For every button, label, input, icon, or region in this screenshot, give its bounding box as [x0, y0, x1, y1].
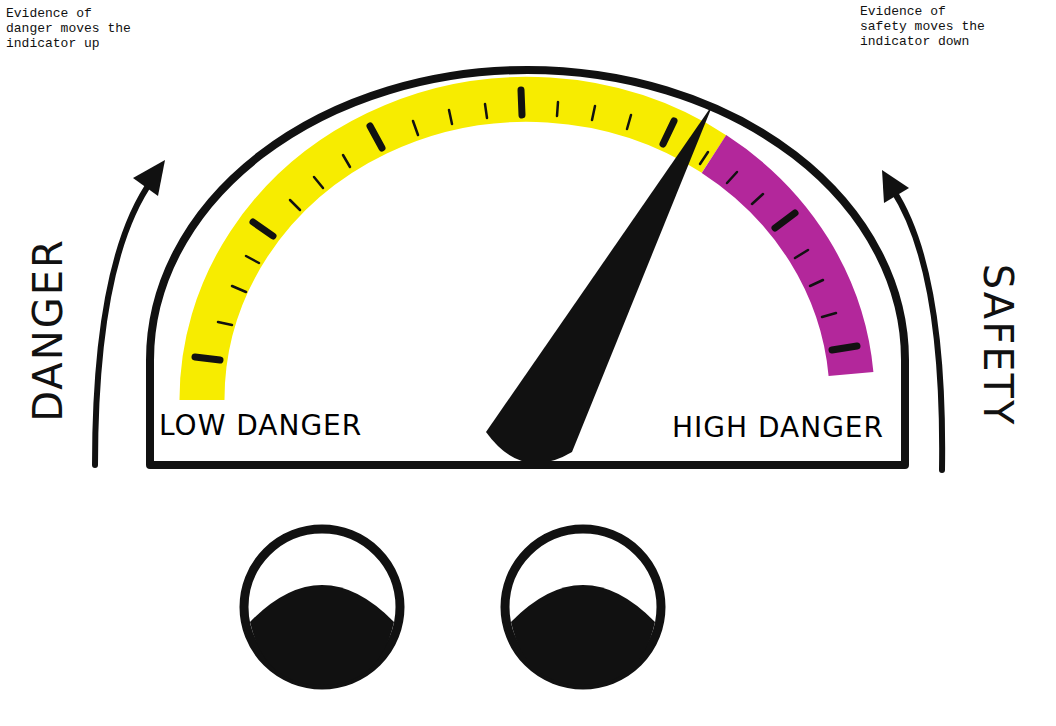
- note-text: Evidence of safety moves the indicator d…: [860, 4, 995, 49]
- danger-arrowhead: [133, 160, 165, 196]
- danger-arrow: [95, 180, 152, 465]
- axis-word: SAFETY: [975, 264, 1021, 427]
- axis-word: DANGER: [25, 238, 71, 421]
- dial-label: LOW DANGER: [159, 409, 362, 442]
- eyes: [244, 529, 661, 685]
- note-text: Evidence of danger moves the indicator u…: [6, 6, 138, 51]
- dial-label: HIGH DANGER: [672, 411, 884, 444]
- gauge-dial: LOW DANGER HIGH DANGER: [145, 60, 910, 470]
- dial-outline: [145, 60, 910, 470]
- needle: [486, 104, 713, 463]
- safety-arrowhead: [882, 170, 909, 203]
- gauge-minor-ticks: [218, 102, 836, 325]
